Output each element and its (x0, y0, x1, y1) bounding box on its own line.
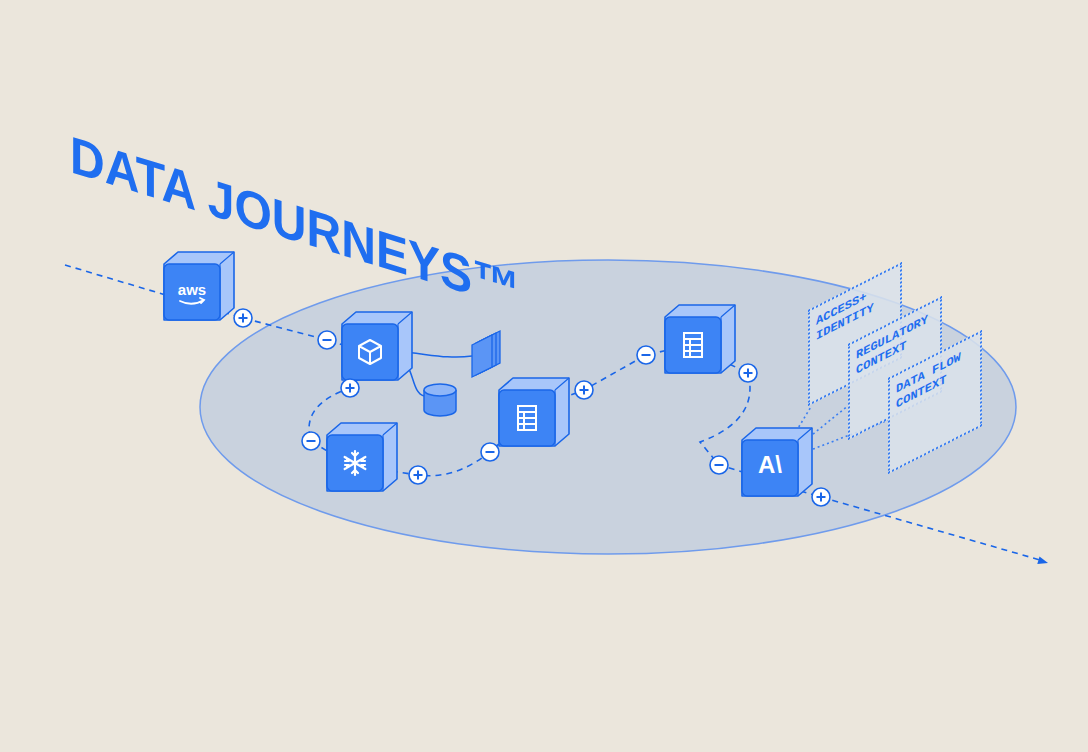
plus-port (234, 309, 252, 327)
minus-port (481, 443, 499, 461)
diagram-title: DATA JOURNEYS™ (70, 128, 520, 318)
plus-port (812, 488, 830, 506)
snowflake-cube (327, 423, 397, 491)
plus-port (739, 364, 757, 382)
plus-port (341, 379, 359, 397)
service-cube: A\ (741, 427, 813, 499)
plus-port (575, 381, 593, 399)
document-stack (472, 331, 500, 377)
minus-port (710, 456, 728, 474)
minus-port (318, 331, 336, 349)
logo-text: A\ (742, 440, 798, 490)
logo-smile (180, 298, 204, 304)
leader-line (799, 406, 812, 427)
table-cube (499, 378, 569, 446)
minus-port (637, 346, 655, 364)
plus-port (409, 466, 427, 484)
flow-arrowhead (1037, 556, 1048, 564)
leader-line (813, 406, 848, 434)
database-icon (424, 384, 456, 416)
logo-text: aws (164, 264, 220, 314)
flow-segment (790, 488, 1040, 560)
table-cube (665, 305, 735, 373)
platform-ellipse (200, 260, 1016, 554)
minus-port (302, 432, 320, 450)
plus-minus-ports (234, 309, 830, 506)
object-storage-cube (342, 312, 412, 380)
service-cube: aws (163, 251, 235, 323)
